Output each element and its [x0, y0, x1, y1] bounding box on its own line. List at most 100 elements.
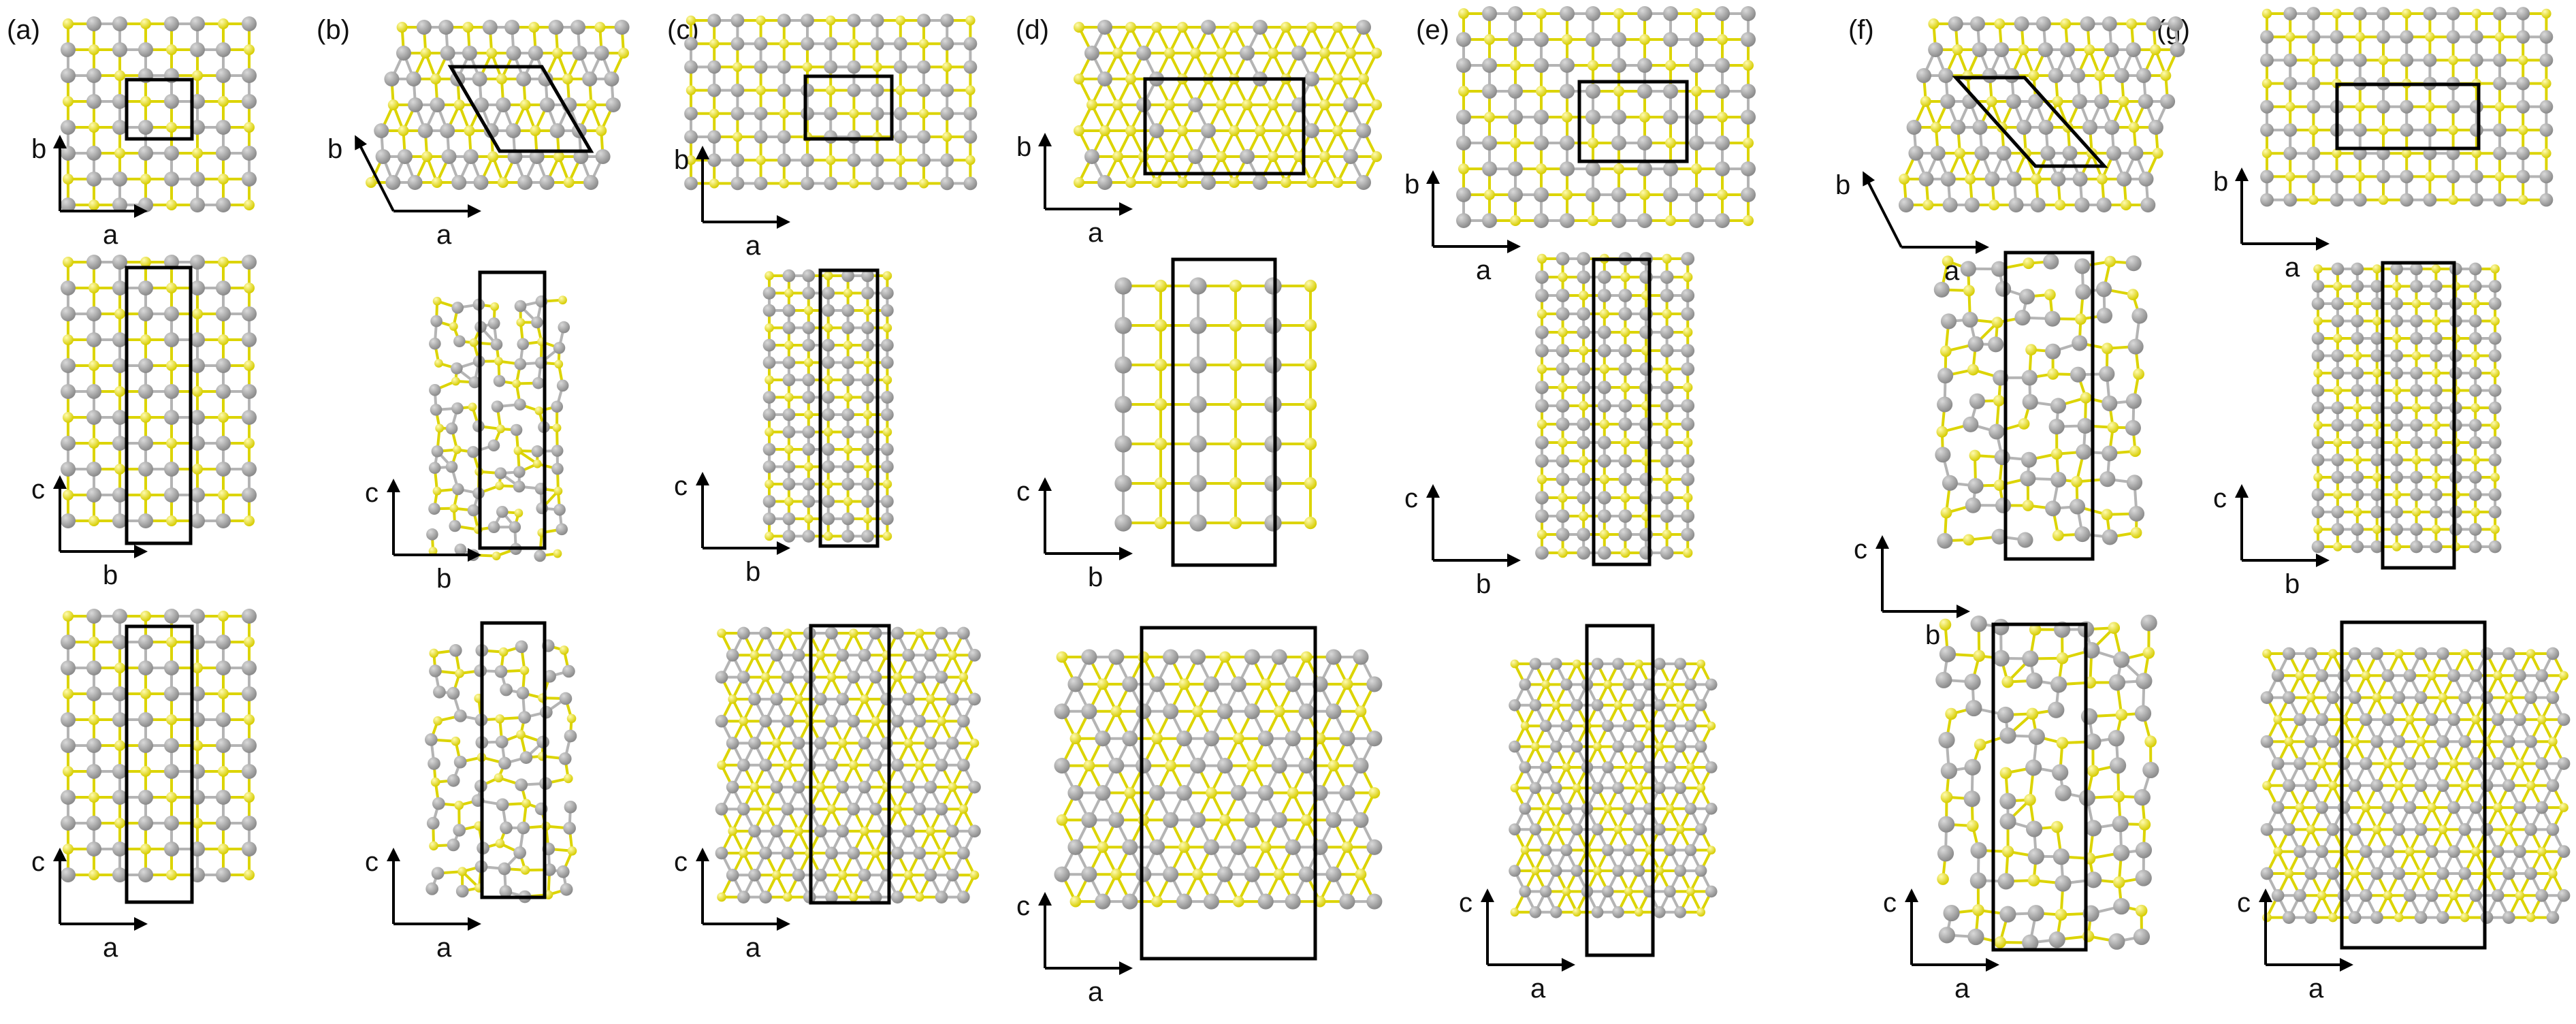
- metal-atom: [513, 466, 526, 479]
- metal-atom: [2148, 120, 2163, 135]
- sulfur-atom: [562, 74, 573, 84]
- sulfur-atom: [860, 694, 869, 704]
- metal-atom: [935, 671, 948, 684]
- metal-atom: [1264, 396, 1282, 413]
- metal-atom: [138, 513, 153, 528]
- metal-atom: [1539, 761, 1552, 773]
- metal-atom: [1560, 213, 1575, 228]
- metal-atom: [770, 648, 784, 662]
- metal-atom: [2074, 197, 2090, 212]
- metal-atom: [1519, 803, 1531, 815]
- metal-atom: [2062, 146, 2078, 161]
- metal-atom: [1637, 58, 1652, 73]
- metal-atom: [558, 321, 570, 334]
- metal-atom: [1189, 812, 1206, 828]
- sulfur-atom: [1281, 125, 1291, 136]
- metal-atom: [499, 885, 513, 898]
- sulfur-atom: [552, 423, 562, 432]
- metal-atom: [1654, 823, 1666, 835]
- metal-atom: [1339, 784, 1355, 801]
- metal-atom: [112, 332, 127, 347]
- metal-atom: [956, 758, 970, 772]
- metal-atom: [112, 635, 127, 650]
- metal-atom: [824, 60, 838, 74]
- metal-atom: [216, 281, 231, 295]
- sulfur-atom: [469, 338, 479, 347]
- metal-atom: [474, 97, 489, 112]
- metal-atom: [61, 146, 76, 161]
- metal-atom: [138, 120, 153, 135]
- sulfur-atom: [764, 531, 774, 541]
- metal-atom: [1264, 317, 1282, 334]
- metal-atom: [1571, 699, 1583, 711]
- metal-atom: [216, 358, 231, 373]
- metal-atom: [2006, 172, 2022, 187]
- metal-atom: [534, 549, 546, 562]
- metal-atom: [462, 46, 477, 61]
- sulfur-atom: [1164, 151, 1175, 162]
- metal-atom: [2094, 94, 2110, 109]
- sulfur-atom: [1541, 680, 1551, 689]
- metal-atom: [822, 460, 835, 473]
- metal-atom: [216, 660, 231, 675]
- metal-atom: [514, 357, 527, 370]
- metal-atom: [548, 20, 564, 35]
- metal-atom: [1928, 42, 1944, 57]
- sulfur-atom: [826, 85, 836, 95]
- sulfur-atom: [1613, 86, 1624, 97]
- metal-atom: [770, 825, 784, 838]
- metal-atom: [1660, 381, 1674, 394]
- metal-atom: [564, 729, 577, 743]
- metal-atom: [2168, 16, 2183, 31]
- metal-atom: [836, 692, 849, 706]
- metal-atom: [1539, 720, 1552, 732]
- sulfur-atom: [1229, 516, 1242, 530]
- metal-atom: [968, 692, 981, 706]
- metal-atom: [1632, 865, 1645, 877]
- metal-atom: [61, 712, 76, 727]
- sulfur-atom: [114, 70, 125, 81]
- metal-atom: [1508, 6, 1523, 21]
- metal-atom: [777, 60, 791, 74]
- metal-atom: [822, 338, 835, 352]
- sulfur-atom: [1662, 474, 1672, 485]
- metal-atom: [472, 71, 487, 86]
- metal-atom: [1550, 906, 1562, 918]
- sulfur-atom: [553, 486, 563, 496]
- metal-atom: [510, 423, 523, 436]
- metal-atom: [1618, 289, 1632, 302]
- metal-atom: [822, 391, 835, 404]
- metal-atom: [1519, 761, 1531, 773]
- sulfur-atom: [732, 131, 743, 142]
- metal-atom: [870, 37, 884, 51]
- sulfur-atom: [1164, 99, 1175, 110]
- metal-atom: [956, 846, 970, 860]
- metal-atom: [1715, 213, 1730, 228]
- sulfur-atom: [882, 427, 892, 437]
- metal-atom: [946, 868, 959, 882]
- metal-atom: [1612, 865, 1624, 877]
- metal-atom: [1560, 678, 1573, 691]
- sulfur-atom: [1551, 825, 1561, 834]
- metal-atom: [1095, 731, 1111, 747]
- sulfur-atom: [496, 424, 505, 434]
- metal-atom: [924, 868, 937, 882]
- structure-d-row3: [1054, 649, 1383, 910]
- sulfur-atom: [218, 688, 229, 699]
- metal-atom: [453, 335, 466, 348]
- sulfur-atom: [849, 38, 859, 49]
- sulfur-atom: [1536, 474, 1547, 485]
- metal-atom: [754, 130, 768, 144]
- sulfur-atom: [192, 464, 203, 475]
- metal-atom: [1535, 436, 1549, 449]
- metal-atom: [594, 46, 609, 61]
- metal-atom: [242, 462, 257, 477]
- metal-atom: [1684, 678, 1697, 691]
- metal-atom: [2048, 68, 2063, 83]
- metal-atom: [946, 737, 959, 750]
- metal-atom: [451, 402, 464, 415]
- sulfur-atom: [1531, 866, 1540, 876]
- sulfur-atom: [398, 125, 409, 136]
- sulfur-atom: [88, 122, 99, 133]
- metal-atom: [781, 803, 794, 816]
